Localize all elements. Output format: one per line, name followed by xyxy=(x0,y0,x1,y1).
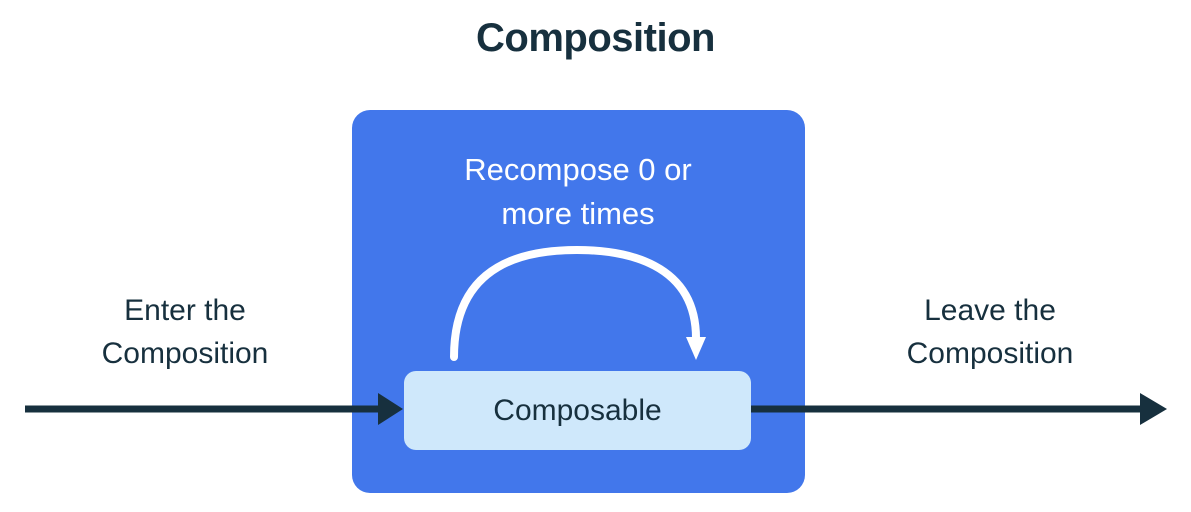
composable-node-rect xyxy=(404,371,751,450)
composable-node-label: Composable xyxy=(493,393,662,427)
leave-arrow xyxy=(751,393,1167,425)
recompose-loop-arrow xyxy=(450,245,706,361)
leave-composition-caption: Leave the Composition xyxy=(906,294,1074,370)
recompose-label: Recompose 0 or more times xyxy=(464,152,692,231)
page-title: Composition xyxy=(476,16,715,60)
enter-composition-caption: Enter the Composition xyxy=(101,294,269,370)
enter-arrow xyxy=(25,393,403,425)
